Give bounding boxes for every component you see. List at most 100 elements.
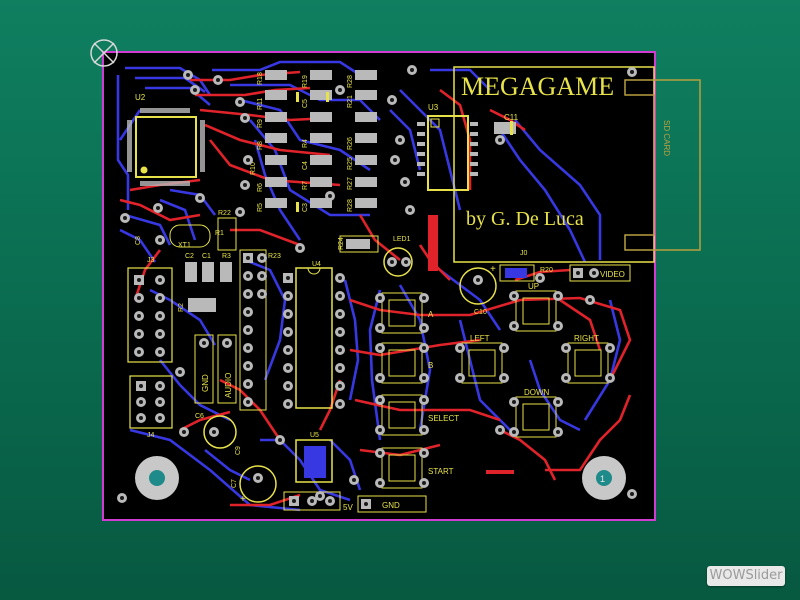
label-r22: R22: [218, 210, 231, 217]
watermark-badge: WOWSlider: [707, 566, 785, 586]
copper-trace-bottom: [486, 470, 514, 474]
label-r4: R4: [302, 139, 309, 148]
regulator-u5: [295, 439, 333, 483]
label-c9: C9: [235, 446, 242, 455]
label-r20: R20: [540, 267, 553, 274]
electrolytic-caps: [203, 247, 497, 503]
label-button-a: A: [428, 310, 434, 319]
label-c2: C2: [185, 253, 194, 260]
label-c6: C6: [195, 413, 204, 420]
chip-u2: U2: [127, 93, 205, 186]
button-select[interactable]: SELECT: [375, 394, 459, 436]
resistor-r1: [217, 217, 237, 251]
label-u3: U3: [428, 103, 439, 112]
label-r28b: R28: [347, 199, 354, 212]
mount-hole-label: 1: [600, 474, 605, 484]
watermark-part2: Slider: [745, 568, 783, 583]
label-r28: R28: [347, 75, 354, 88]
button-a[interactable]: A: [375, 292, 434, 334]
connector-video: VIDEO: [569, 264, 631, 282]
label-r24: R24: [338, 237, 345, 250]
label-r5: R5: [257, 203, 264, 212]
label-c8: C8: [135, 236, 142, 245]
label-led1: LED1: [393, 236, 411, 243]
label-j3: J3: [147, 257, 155, 264]
label-u2: U2: [135, 93, 146, 102]
button-start[interactable]: START: [375, 447, 454, 489]
label-button-down: DOWN: [524, 388, 550, 397]
label-r1: R1: [215, 230, 224, 237]
sd-card-label: SD CARD: [662, 120, 671, 156]
label-r23: R23: [268, 253, 281, 260]
buttons: A B SELECT START UP: [375, 282, 615, 489]
label-gnd-vertical: GND: [201, 374, 210, 392]
cap-mark: [296, 202, 299, 212]
label-button-up: UP: [528, 282, 539, 291]
board-author: by G. De Luca: [466, 208, 584, 230]
label-button-select: SELECT: [428, 414, 459, 423]
chip-u3: U3: [417, 103, 478, 191]
label-button-b: B: [428, 361, 433, 370]
label-r6: R6: [257, 183, 264, 192]
label-r3: R3: [222, 253, 231, 260]
sd-card-outline: [624, 79, 701, 251]
resistor-array: [265, 70, 377, 208]
label-audio: AUDIO: [224, 373, 233, 398]
connector-power-5v: 5V: [283, 491, 353, 512]
watermark-part1: WOW: [709, 568, 746, 583]
label-u5: U5: [310, 432, 319, 439]
header-j4: [129, 375, 173, 429]
label-5v: 5V: [343, 503, 353, 512]
dip-socket-left: [239, 249, 267, 411]
label-button-start: START: [428, 467, 454, 476]
label-r2: R2: [178, 303, 185, 312]
header-j3: [127, 267, 173, 363]
label-r7: R7: [302, 181, 309, 190]
label-button-left: LEFT: [470, 334, 490, 343]
chip-u4: [283, 267, 345, 409]
label-c7: C7: [231, 479, 238, 488]
mount-hole-right: 1: [582, 456, 626, 500]
crystal-xt1: [169, 224, 211, 248]
label-video: VIDEO: [600, 270, 625, 279]
polarity-mark: +: [490, 264, 496, 275]
resistor-r20-body: [505, 268, 527, 278]
label-c4: C4: [302, 161, 309, 170]
resistor-r24-body: [346, 239, 370, 249]
label-r18: R18: [257, 72, 264, 85]
label-button-right: RIGHT: [574, 334, 599, 343]
fiducial-icon: [90, 39, 118, 67]
label-r27: R27: [347, 177, 354, 190]
label-c3: C3: [302, 203, 309, 212]
button-right[interactable]: RIGHT: [561, 334, 615, 384]
label-r9: R9: [257, 119, 264, 128]
label-r25: R25: [347, 157, 354, 170]
button-b[interactable]: B: [375, 342, 433, 384]
button-down[interactable]: DOWN: [509, 388, 563, 438]
j-label: J0: [520, 250, 528, 257]
label-c10: C10: [474, 309, 487, 316]
cap-mark: [326, 92, 329, 102]
bottom-copper-traces: [116, 60, 622, 512]
label-r21: R21: [347, 95, 354, 108]
label-c1: C1: [202, 253, 211, 260]
button-up[interactable]: UP: [509, 282, 563, 332]
label-xt1: XT1: [178, 242, 191, 249]
resistor-r20: [499, 264, 535, 282]
polarity-mark: +: [240, 494, 246, 505]
label-j4: J4: [147, 432, 155, 439]
label-r8: R8: [257, 141, 264, 150]
button-left[interactable]: LEFT: [455, 334, 509, 384]
label-r10: R10: [250, 162, 257, 175]
label-r11: R11: [257, 98, 264, 110]
label-gnd-bottom: GND: [382, 501, 400, 510]
label-r19: R19: [302, 75, 309, 88]
cap-c2: [185, 262, 197, 282]
cap-mark: [510, 121, 513, 135]
cap-mark: [296, 92, 299, 102]
label-r26: R26: [347, 137, 354, 150]
label-c5: C5: [302, 99, 309, 108]
cap-c1: [202, 262, 214, 282]
resistor-r24: [339, 235, 379, 253]
